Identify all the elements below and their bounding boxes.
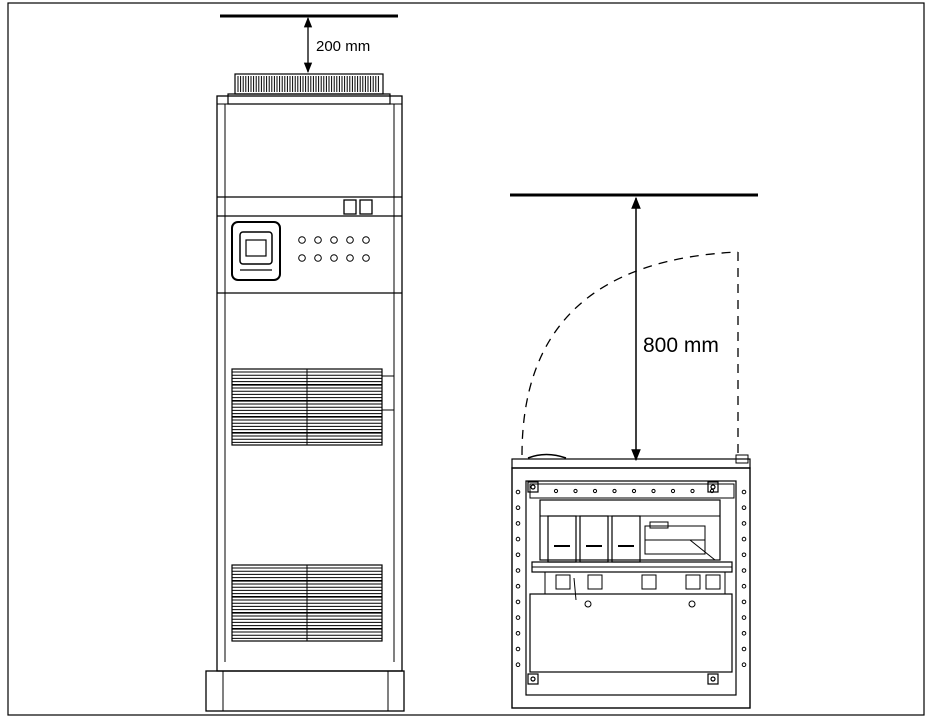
cabinet-top-view: [510, 193, 758, 709]
diagram-frame: [7, 2, 925, 716]
status-led-grid: [298, 236, 370, 262]
top-fan-grill: [234, 73, 384, 95]
top-clearance-label: 200 mm: [316, 38, 370, 55]
bottom-plate: [529, 593, 733, 673]
cabinet-plinth: [205, 670, 405, 712]
top-view-body: [511, 467, 751, 709]
front-clearance-label: 800 mm: [643, 334, 719, 357]
power-module-area: [539, 499, 721, 561]
door-swing-arc: [521, 251, 739, 456]
keypad-icon: [231, 221, 281, 281]
cabinet-body: [216, 95, 403, 672]
indicator-box-right: [359, 199, 373, 215]
vent-grill-lower: [231, 564, 383, 642]
indicator-box-left: [343, 199, 357, 215]
fan-grill-lines: [237, 76, 379, 92]
vent-grill-upper: [231, 368, 383, 446]
cabinet-front-view: [205, 14, 405, 712]
